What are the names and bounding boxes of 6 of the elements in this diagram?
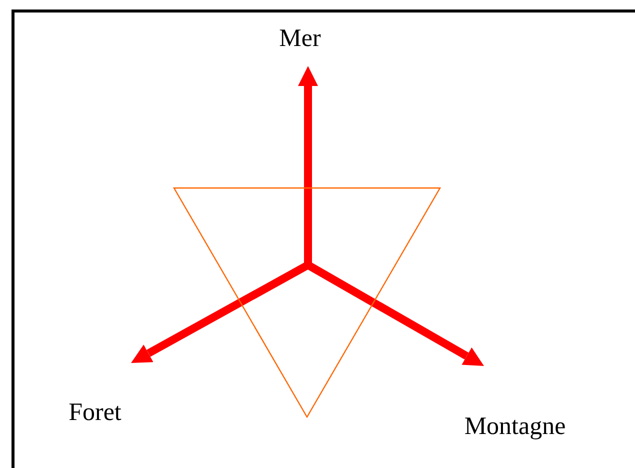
direction-label: Foret <box>68 400 122 425</box>
arrow <box>131 262 310 363</box>
arrow <box>306 262 484 366</box>
direction-label: Mer <box>279 26 321 51</box>
arrow <box>298 66 318 265</box>
direction-label: Montagne <box>464 414 566 439</box>
